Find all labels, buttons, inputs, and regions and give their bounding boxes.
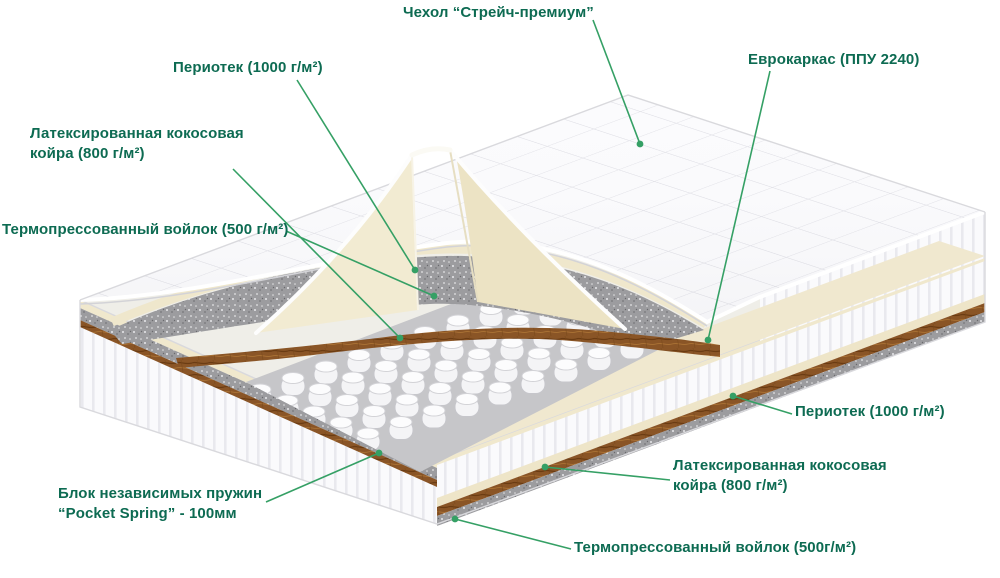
periotek-sheet-edge: [110, 244, 709, 328]
mattress-body: [78, 94, 987, 526]
leader-line-springs: [265, 452, 380, 503]
label-coir-bottom: Латексированная кокосовая койра (800 г/м…: [673, 457, 887, 494]
label-periotek-bottom: Периотек (1000 г/м²): [795, 403, 945, 420]
label-felt-bottom: Термопрессованный войлок (500г/м²): [574, 539, 857, 556]
leader-line-felt-bottom: [454, 518, 572, 550]
label-cover: Чехол “Стрейч-премиум”: [403, 4, 594, 21]
leader-line-cover: [592, 19, 641, 145]
label-coir-top: Латексированная кокосовая койра (800 г/м…: [30, 125, 244, 162]
leader-line-periotek-bottom: [732, 395, 793, 415]
leader-line-coir-bottom: [544, 466, 671, 481]
leader-line-periotek-top: [296, 79, 416, 271]
leader-line-coir-top: [232, 168, 401, 339]
label-eurocarcass: Еврокаркас (ППУ 2240): [748, 51, 920, 68]
folded-corner-right: [450, 150, 625, 329]
coir-sheet-wave: [176, 327, 720, 368]
label-periotek-top: Периотек (1000 г/м²): [173, 59, 323, 76]
label-felt-top: Термопрессованный войлок (500 г/м²): [2, 221, 289, 238]
label-springs: Блок независимых пружин “Pocket Spring” …: [58, 485, 263, 522]
leader-line-eurocarcass: [707, 70, 771, 341]
leader-lines: [232, 19, 793, 550]
folded-corner-left: [256, 155, 418, 333]
leader-line-felt-top: [285, 230, 435, 297]
